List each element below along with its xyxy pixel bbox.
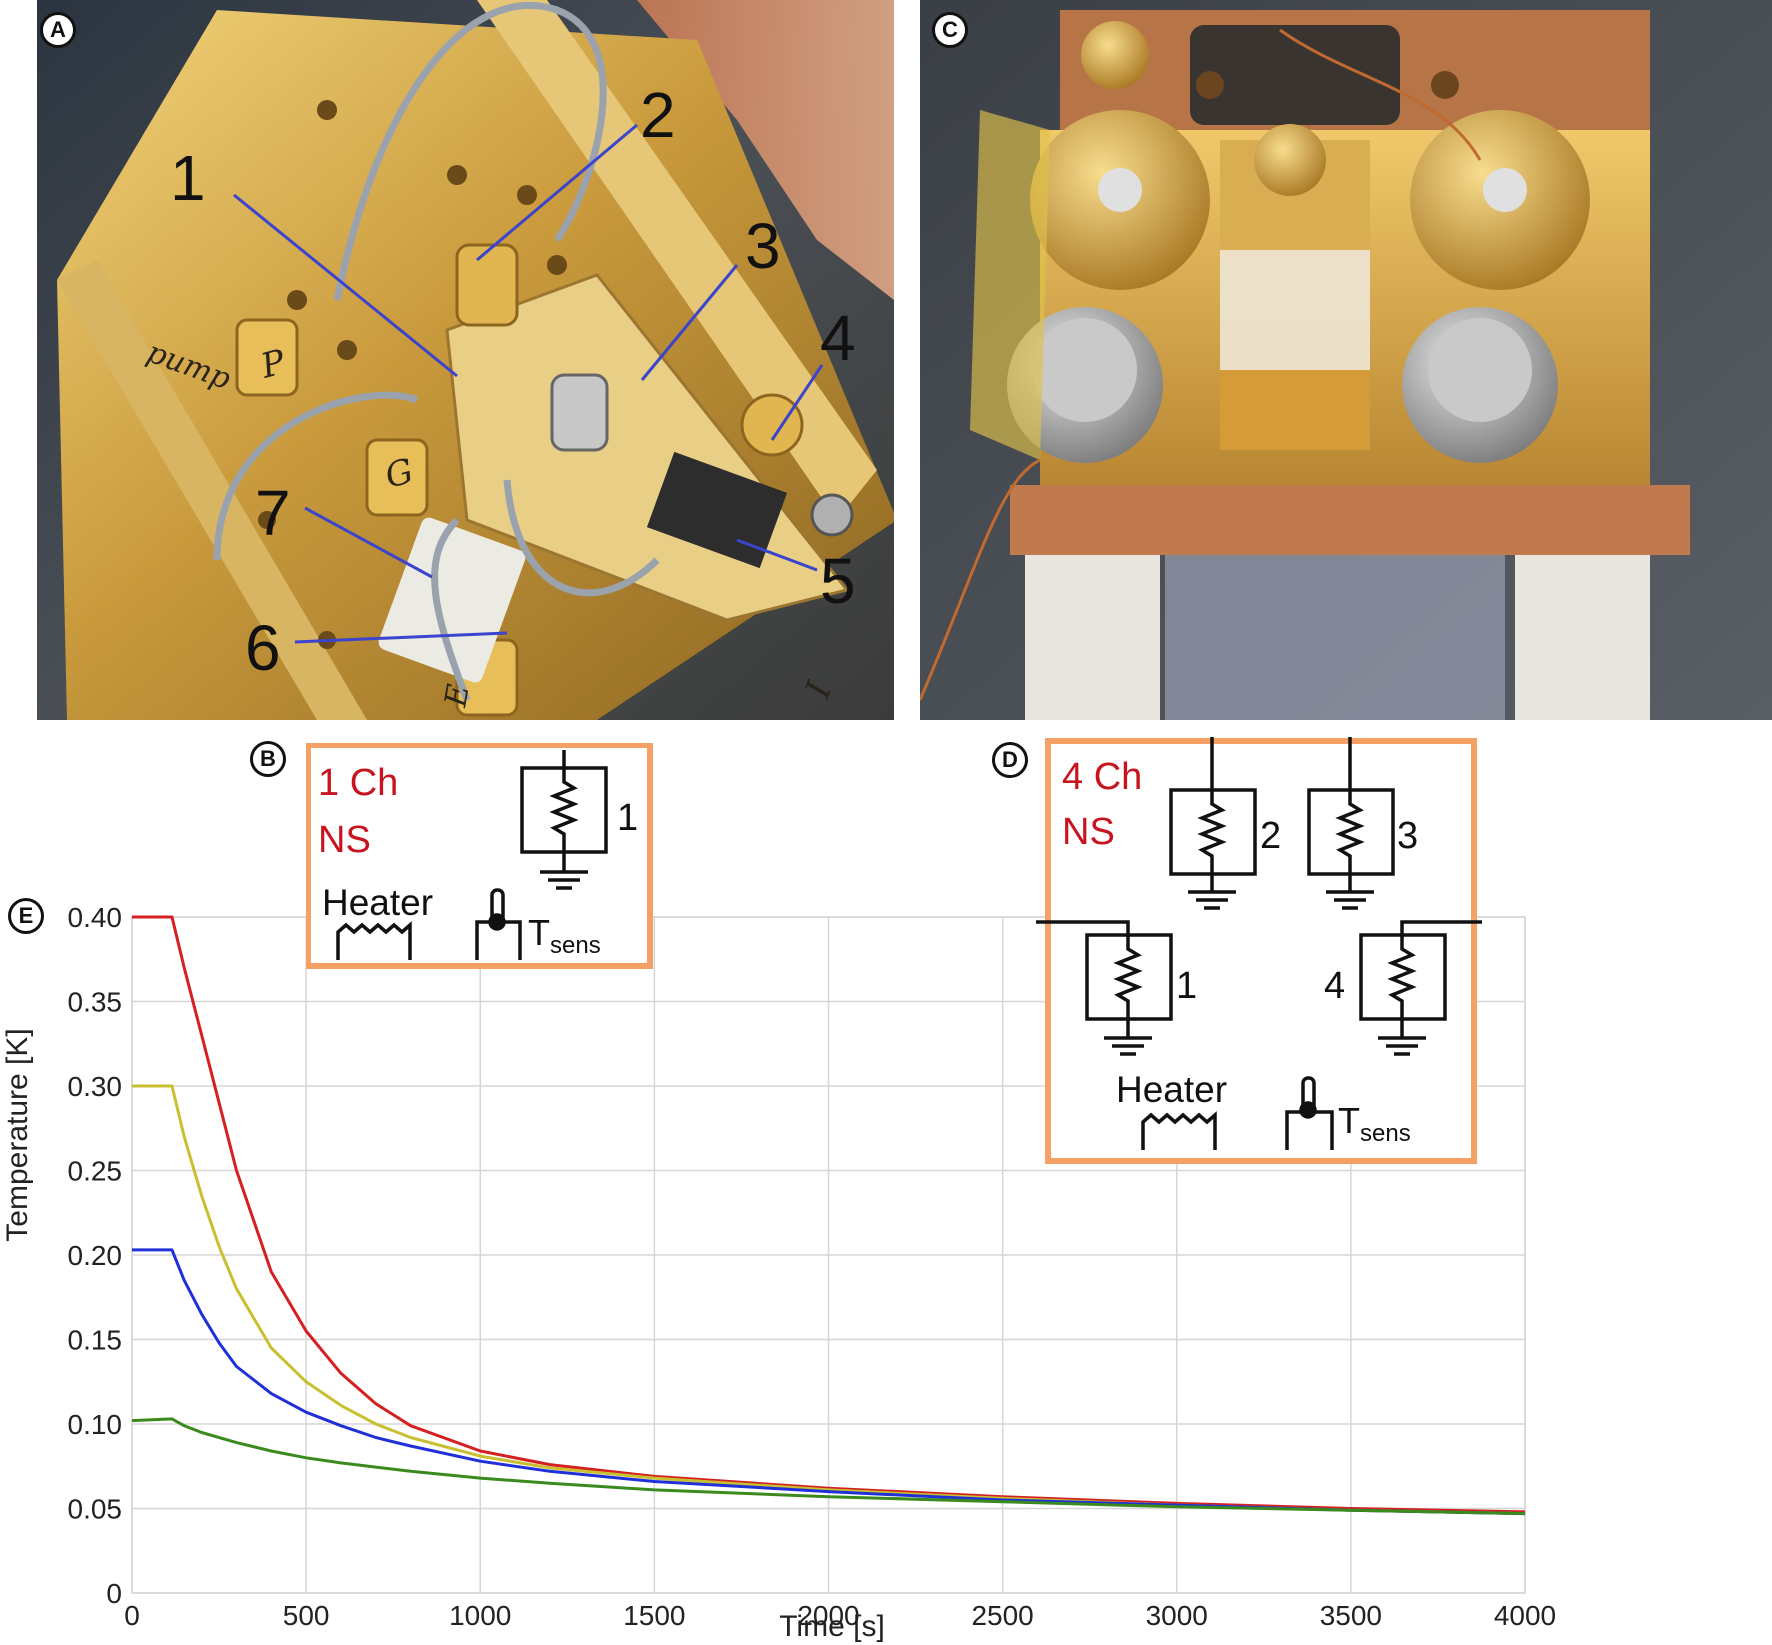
x-tick-label: 3000 (1146, 1600, 1208, 1631)
y-tick-label: 0.35 (68, 987, 123, 1018)
resonator-3-label: 3 (1397, 815, 1418, 857)
panel-label-e: E (8, 898, 44, 934)
schematic-4ch: 4 Ch NS 2 3 1 (1036, 737, 1482, 1164)
callout-4: 4 (820, 302, 856, 374)
photo-panel-c (920, 0, 1772, 720)
x-tick-label: 3500 (1320, 1600, 1382, 1631)
resonator-1-label: 1 (617, 797, 638, 839)
series-line-2 (132, 1084, 1526, 1516)
resonator-3 (1307, 737, 1395, 910)
chart-ticks: 0 500 1000 1500 2000 2500 3000 3500 4000 0 0.05 0.1… (68, 902, 1557, 1631)
callout-6: 6 (245, 612, 281, 684)
heater-label: Heater (322, 882, 433, 923)
y-tick-label: 0.25 (68, 1156, 123, 1187)
thermometer-icon-4ch (1285, 1076, 1334, 1150)
callout-3: 3 (745, 210, 781, 282)
callout-2: 2 (640, 79, 676, 151)
heater-label-4ch: Heater (1116, 1069, 1227, 1110)
sma-connectors (235, 243, 854, 717)
x-tick-label: 2500 (971, 1600, 1033, 1631)
callout-numbers: 1 2 3 4 5 6 7 (170, 79, 856, 684)
y-tick-label: 0.30 (68, 1071, 123, 1102)
x-tick-label: 0 (124, 1600, 140, 1631)
panel-label-c: C (932, 12, 968, 48)
chart-series (131, 915, 1526, 1516)
panel-label-a: A (40, 12, 76, 48)
schematic-1ch-type: NS (318, 819, 371, 861)
series-line-1 (132, 915, 1526, 1514)
y-tick-label: 0.40 (68, 902, 123, 933)
y-tick-label: 0.10 (68, 1409, 123, 1440)
panel-label-b: B (250, 741, 286, 777)
x-tick-label: 1000 (449, 1600, 511, 1631)
resonator-2 (1169, 737, 1257, 910)
y-tick-label: 0.05 (68, 1494, 123, 1525)
resonator-1-4ch-label: 1 (1176, 965, 1197, 1007)
x-tick-label: 1500 (623, 1600, 685, 1631)
panel-label-d: D (992, 742, 1028, 778)
resonator-4-label: 4 (1324, 965, 1345, 1007)
callout-1: 1 (170, 142, 206, 214)
schematic-4ch-type: NS (1062, 811, 1115, 853)
y-tick-label: 0.20 (68, 1240, 123, 1271)
resonator-1-4ch (1036, 920, 1173, 1056)
resonator-2-label: 2 (1260, 815, 1281, 857)
resonator-4 (1359, 920, 1482, 1056)
callout-5: 5 (820, 545, 856, 617)
photo-c-illustration (920, 0, 1772, 720)
photo-a-illustration: pump P G E I 1 2 3 4 5 6 7 (37, 0, 894, 720)
tsens-label-4ch: Tsens (1338, 1100, 1411, 1147)
callout-7: 7 (255, 477, 291, 549)
chip (646, 451, 788, 569)
x-tick-label: 4000 (1494, 1600, 1556, 1631)
photo-panel-a: pump P G E I 1 2 3 4 5 6 7 (37, 0, 894, 720)
thermometer-icon (475, 888, 522, 960)
y-axis-label: Temperature [K] (1, 1028, 34, 1241)
schematic-4ch-title: 4 Ch (1062, 756, 1142, 798)
y-tick-label: 0.15 (68, 1325, 123, 1356)
coax-cables (213, 1, 660, 702)
mounting-holes (258, 100, 567, 649)
series-line-4 (131, 1417, 1526, 1516)
schematic-1ch-title: 1 Ch (318, 762, 398, 804)
callout-lines (233, 123, 824, 644)
copper-bar (1010, 485, 1690, 555)
connector-socket (1190, 25, 1400, 125)
resonator-1 (520, 750, 608, 890)
series-line-3 (132, 1248, 1526, 1516)
schematic-4ch-frame (1045, 738, 1477, 1164)
heater-icon-4ch (1141, 1111, 1217, 1150)
x-tick-label: 2000 (797, 1600, 859, 1631)
y-tick-label: 0 (106, 1578, 122, 1609)
schematic-1ch: 1 Ch NS 1 Heater Tsens (306, 743, 653, 969)
x-tick-label: 500 (283, 1600, 330, 1631)
heater-icon (336, 921, 412, 960)
tsens-label: Tsens (528, 912, 601, 959)
x-axis-label: Time [s] (779, 1610, 885, 1643)
